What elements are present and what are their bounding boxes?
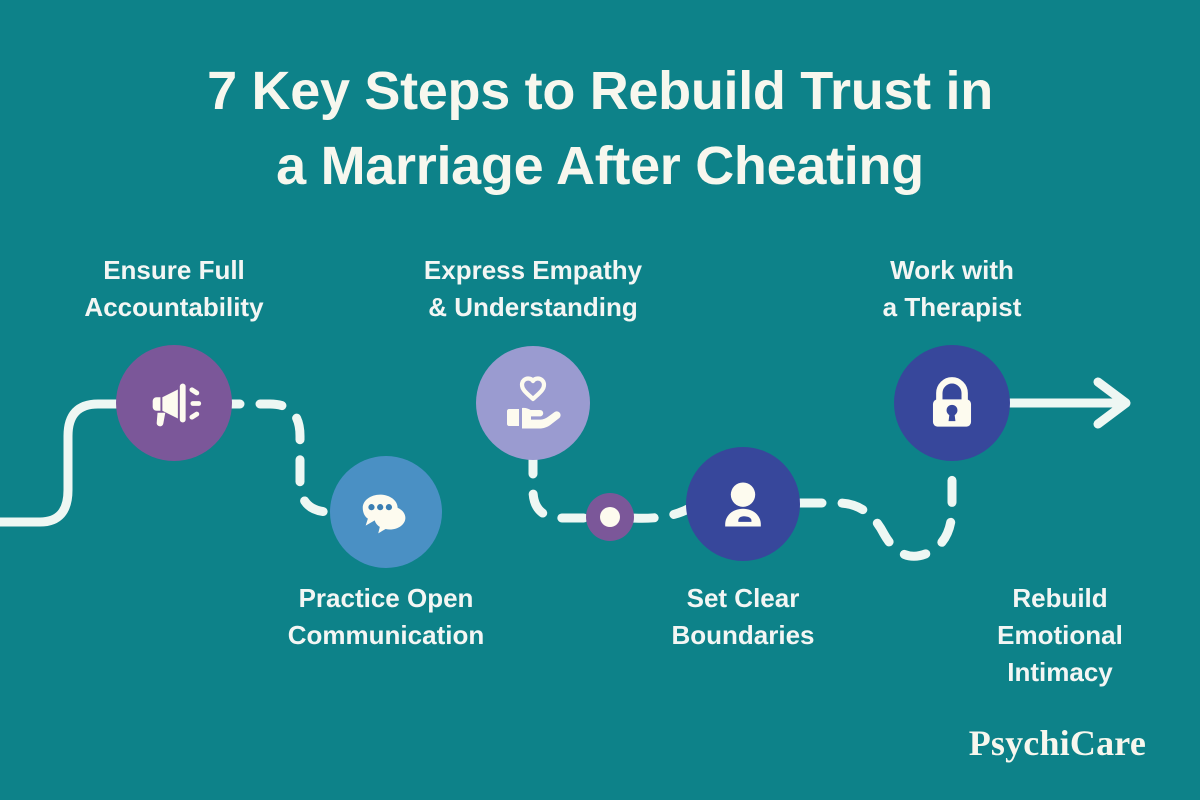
path-segment-waypoint-4: [627, 503, 695, 523]
path-node-dot: [586, 493, 634, 541]
step-label-1: Ensure Full Accountability: [84, 255, 264, 322]
step-label-5: Work with a Therapist: [882, 255, 1022, 322]
step-node-4[interactable]: [686, 447, 800, 561]
step-node-1[interactable]: [116, 345, 232, 461]
path-node-inner-dot: [600, 507, 620, 527]
step-node-2[interactable]: [330, 456, 442, 568]
megaphone-icon: [143, 372, 205, 434]
step-node-5[interactable]: [894, 345, 1010, 461]
step-label-6: Rebuild Emotional Intimacy: [997, 583, 1123, 687]
padlock-icon: [923, 374, 981, 432]
step-node-3[interactable]: [476, 346, 590, 460]
path-segment-4-5: [795, 461, 957, 561]
path-segment-3-waypoint: [528, 447, 593, 523]
step-label-4: Set Clear Boundaries: [671, 583, 815, 650]
path-segment-entry: [0, 399, 173, 527]
brand-logo: PsychiCare: [968, 723, 1146, 763]
step-label-3: Express Empathy & Understanding: [423, 255, 643, 322]
title-line-2: a Marriage After Cheating: [276, 135, 924, 196]
page-title: 7 Key Steps to Rebuild Trust in a Marria…: [0, 54, 1200, 203]
path-segment-1-2: [213, 399, 335, 517]
title-line-1: 7 Key Steps to Rebuild Trust in: [207, 61, 993, 121]
chat-bubbles-icon: [355, 481, 417, 543]
person-icon: [713, 474, 773, 534]
hand-heart-icon: [501, 371, 565, 435]
arrow-head-right-icon: [1093, 377, 1131, 429]
step-label-2: Practice Open Communication: [287, 583, 485, 650]
